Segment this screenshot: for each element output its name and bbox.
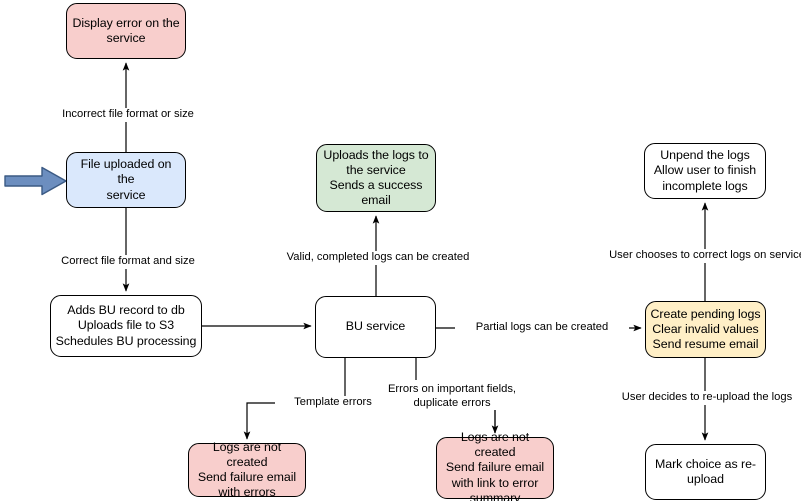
- edge-label-incorrect-file-format: Incorrect file format or size: [46, 108, 210, 122]
- node-logs-not-created-with-errors[interactable]: Logs are not created Send failure email …: [188, 440, 306, 499]
- edge-label-user-corrects-logs: User chooses to correct logs on service: [589, 249, 801, 263]
- node-uploads-logs-success[interactable]: Uploads the logs to the service Sends a …: [316, 144, 436, 212]
- node-adds-bu-record[interactable]: Adds BU record to db Uploads file to S3 …: [50, 295, 202, 357]
- edge-label-partial-logs: Partial logs can be created: [455, 321, 629, 335]
- edge-label-template-errors: Template errors: [275, 396, 391, 410]
- entry-arrow-icon: [4, 166, 68, 196]
- node-unpend-logs[interactable]: Unpend the logs Allow user to finish inc…: [644, 143, 766, 199]
- node-bu-service[interactable]: BU service: [315, 296, 436, 358]
- node-file-uploaded-on-service[interactable]: File uploaded on the service: [66, 152, 186, 208]
- edge-label-valid-completed-logs: Valid, completed logs can be created: [266, 251, 490, 265]
- edge-label-correct-file-format: Correct file format and size: [46, 255, 210, 269]
- node-logs-not-created-error-summary[interactable]: Logs are not created Send failure email …: [436, 430, 554, 501]
- node-mark-choice-as-reupload[interactable]: Mark choice as re- upload: [645, 444, 766, 500]
- edge-label-user-reupload: User decides to re-upload the logs: [603, 391, 801, 405]
- node-display-error[interactable]: Display error on the service: [66, 3, 186, 59]
- edge-label-errors-important-fields: Errors on important fields, duplicate er…: [381, 383, 523, 410]
- node-create-pending-logs[interactable]: Create pending logs Clear invalid values…: [645, 301, 766, 358]
